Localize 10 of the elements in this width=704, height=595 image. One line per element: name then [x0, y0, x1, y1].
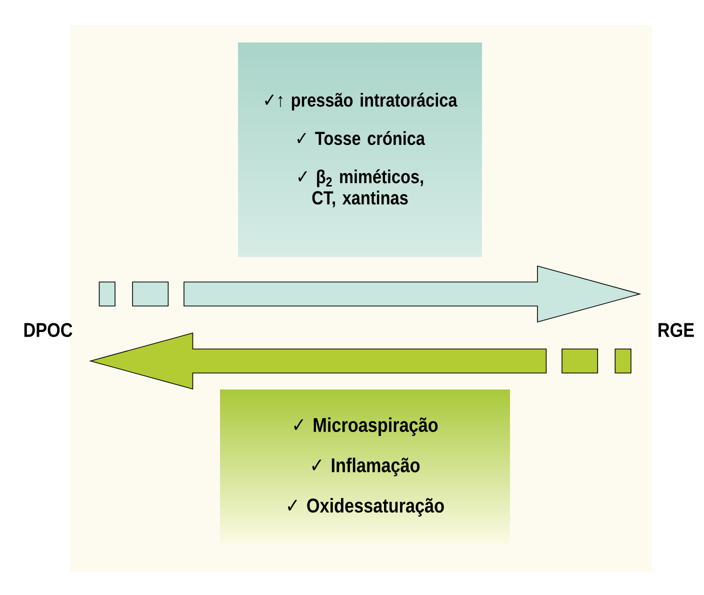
side-label: RGE [658, 322, 694, 338]
block-arrow [88, 332, 632, 390]
side-label: DPOC [24, 322, 72, 338]
list-item: ✓ Inflamação [312, 458, 420, 476]
block-arrow [98, 265, 642, 322]
list-item: ✓ β$_{2}$ miméticos, CT, xantinas [298, 169, 423, 208]
list-item: ✓ Microaspiração [294, 417, 438, 436]
list-item: ✓↑ pressão intratorácica [265, 92, 458, 110]
list-item: ✓ Oxidessaturação [288, 498, 444, 517]
list-item: ✓ Tosse crónica [297, 131, 426, 146]
